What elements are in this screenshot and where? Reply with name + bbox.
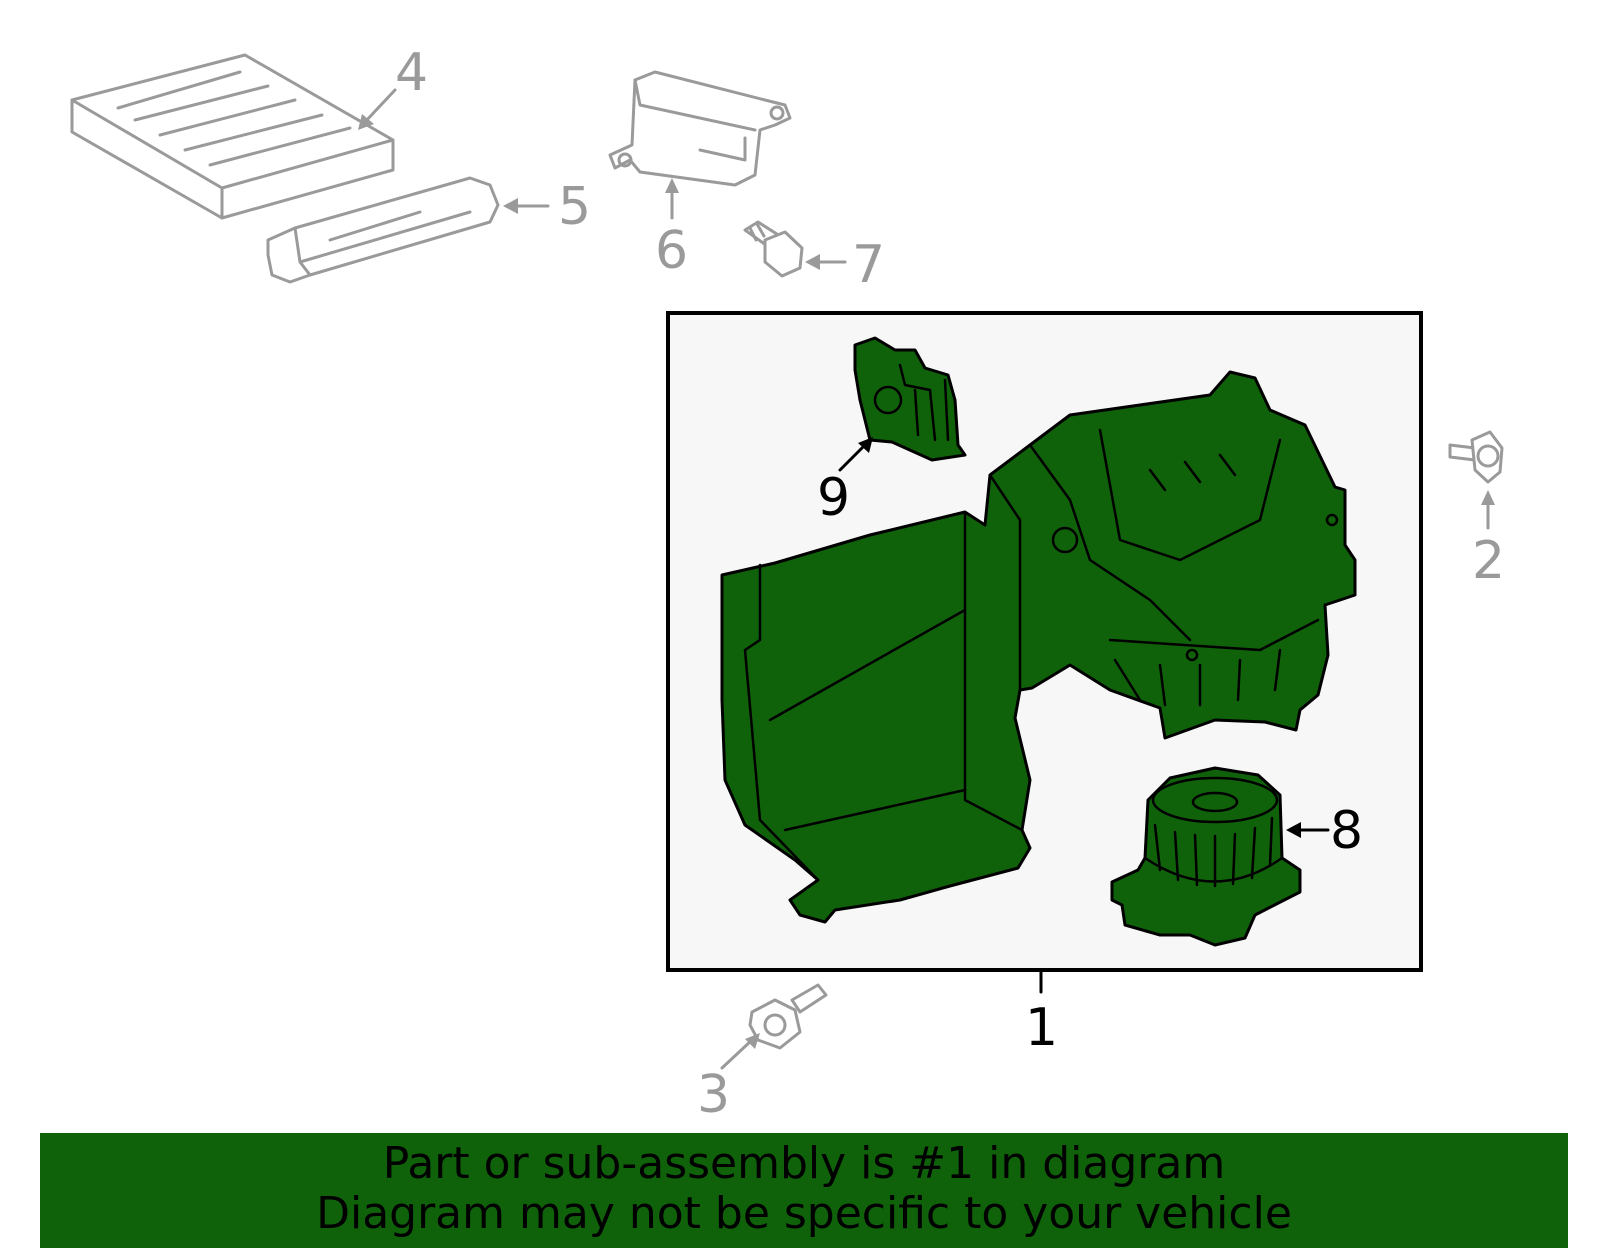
arrowhead-9 [858,437,873,453]
part-5-bracket [266,176,500,284]
callout-3: 3 [697,1065,730,1125]
callout-2: 2 [1472,531,1505,591]
part-1-blower-housing [720,370,1357,924]
arrowhead-2 [1481,490,1495,505]
callout-6: 6 [655,221,688,281]
leader-9 [838,443,867,472]
callout-5: 5 [558,177,591,237]
callout-8: 8 [1330,801,1363,861]
arrowhead-3 [745,1033,760,1049]
arrowhead-5 [503,198,518,214]
callout-7: 7 [852,235,885,295]
part-2-screw [1448,430,1504,484]
leader-3 [720,1038,754,1070]
callout-1: 1 [1025,998,1058,1058]
arrowhead-8 [1286,822,1301,838]
part-4-cabin-filter [70,53,395,220]
part-7-bolt [743,220,804,278]
callout-4: 4 [395,43,428,103]
part-9-actuator [853,336,967,462]
footer-banner-bg [40,1133,1568,1248]
footer-banner: Part or sub-assembly is #1 in diagram Di… [40,1133,1568,1248]
arrowhead-6 [665,178,679,193]
part-8-blower-motor [1110,766,1302,947]
banner-line-1: Part or sub-assembly is #1 in diagram [382,1138,1226,1189]
arrowhead-7 [805,254,820,270]
arrowhead-4 [358,114,374,130]
callout-9: 9 [817,468,850,528]
part-6-control-module [608,70,792,187]
part-3-bolt [748,983,828,1050]
leader-4 [363,88,397,124]
banner-line-2: Diagram may not be specific to your vehi… [316,1188,1292,1239]
